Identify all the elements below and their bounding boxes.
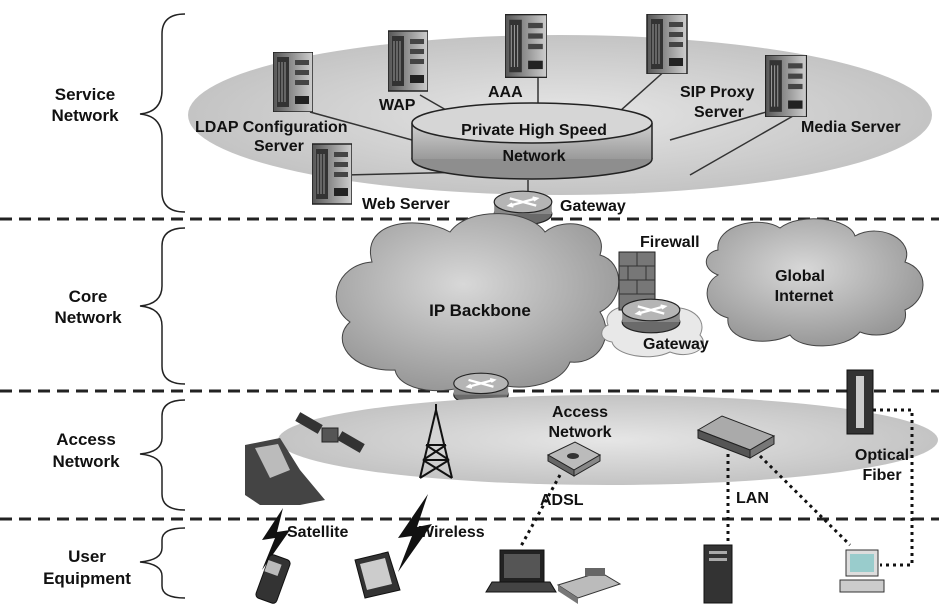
adsl-label: ADSL [540, 492, 584, 509]
service-network-label-2: Network [51, 106, 119, 125]
phsn-label-1: Private High Speed [461, 122, 607, 139]
gateway-right-router-icon [620, 298, 682, 334]
layer-braces [139, 13, 186, 599]
access-network-ellipse [278, 395, 938, 485]
sip-proxy-server-icon [646, 14, 688, 74]
phsn-label-2: Network [502, 148, 565, 165]
brace-user [139, 527, 186, 599]
satellite-user-image [245, 438, 325, 505]
layer-labels: Service Network Core Network Access Netw… [43, 85, 131, 588]
pda-icon [354, 551, 401, 599]
desktop-pc-icon [839, 549, 885, 593]
ldap-label-2: Server [254, 138, 304, 155]
optical-fiber-equipment-icon [846, 369, 874, 435]
access-network-label-2: Network [52, 452, 120, 471]
media-server-icon [765, 55, 807, 117]
web-server-label: Web Server [362, 196, 450, 213]
access-network-inner-label-2: Network [548, 424, 611, 441]
core-network-label: Core [69, 287, 108, 306]
lan-switch-icon [696, 415, 776, 459]
user-equipment-label-2: Equipment [43, 569, 131, 588]
wireless-label: Wireless [419, 524, 485, 541]
global-internet-label-1: Global [775, 268, 825, 285]
private-high-speed-network: Private High Speed Network [411, 102, 653, 180]
optical-label-1: Optical [855, 447, 909, 464]
global-internet-cloud [705, 218, 924, 347]
satellite-lightning-icon [262, 508, 290, 570]
access-network-inner-label-1: Access [552, 404, 608, 421]
satellite-icon [295, 412, 365, 453]
core-network-label-2: Network [54, 308, 122, 327]
ldap-server-icon [273, 52, 313, 112]
firewall-label: Firewall [640, 234, 700, 251]
wap-label: WAP [379, 97, 416, 114]
media-server-label: Media Server [801, 119, 901, 136]
optical-label-2: Fiber [862, 467, 901, 484]
telephone-icon [556, 568, 622, 604]
aaa-server-icon [505, 14, 547, 78]
sip-label-1: SIP Proxy [680, 84, 755, 101]
tower-pc-icon [703, 544, 733, 604]
wireless-lightning-icon [398, 494, 432, 572]
ip-backbone-cloud [335, 213, 620, 392]
global-internet-label-2: Internet [775, 288, 834, 305]
ldap-label-1: LDAP Configuration [195, 119, 348, 136]
wireless-tower-icon [419, 404, 453, 479]
layer-dividers [0, 217, 939, 521]
brace-core [139, 227, 186, 385]
lan-label: LAN [736, 490, 769, 507]
ip-backbone-label: IP Backbone [429, 301, 531, 320]
sip-label-2: Server [694, 104, 744, 121]
satellite-label: Satellite [287, 524, 348, 541]
gateway-right-label: Gateway [643, 336, 709, 353]
brace-access [139, 399, 186, 511]
adsl-modem-icon [546, 441, 602, 477]
service-labels: LDAP Configuration Server WAP AAA SIP Pr… [195, 84, 901, 213]
brace-service [139, 13, 186, 213]
aaa-label: AAA [488, 84, 523, 101]
access-network-label: Access [56, 430, 116, 449]
service-network-label: Service [55, 85, 116, 104]
dotted-links [518, 408, 914, 567]
laptop-icon [485, 549, 557, 593]
mobile-phone-icon [255, 554, 291, 604]
wap-server-icon [388, 30, 428, 92]
user-equipment-label: User [68, 547, 106, 566]
gateway-top-label: Gateway [560, 198, 626, 215]
web-server-icon [312, 143, 352, 205]
